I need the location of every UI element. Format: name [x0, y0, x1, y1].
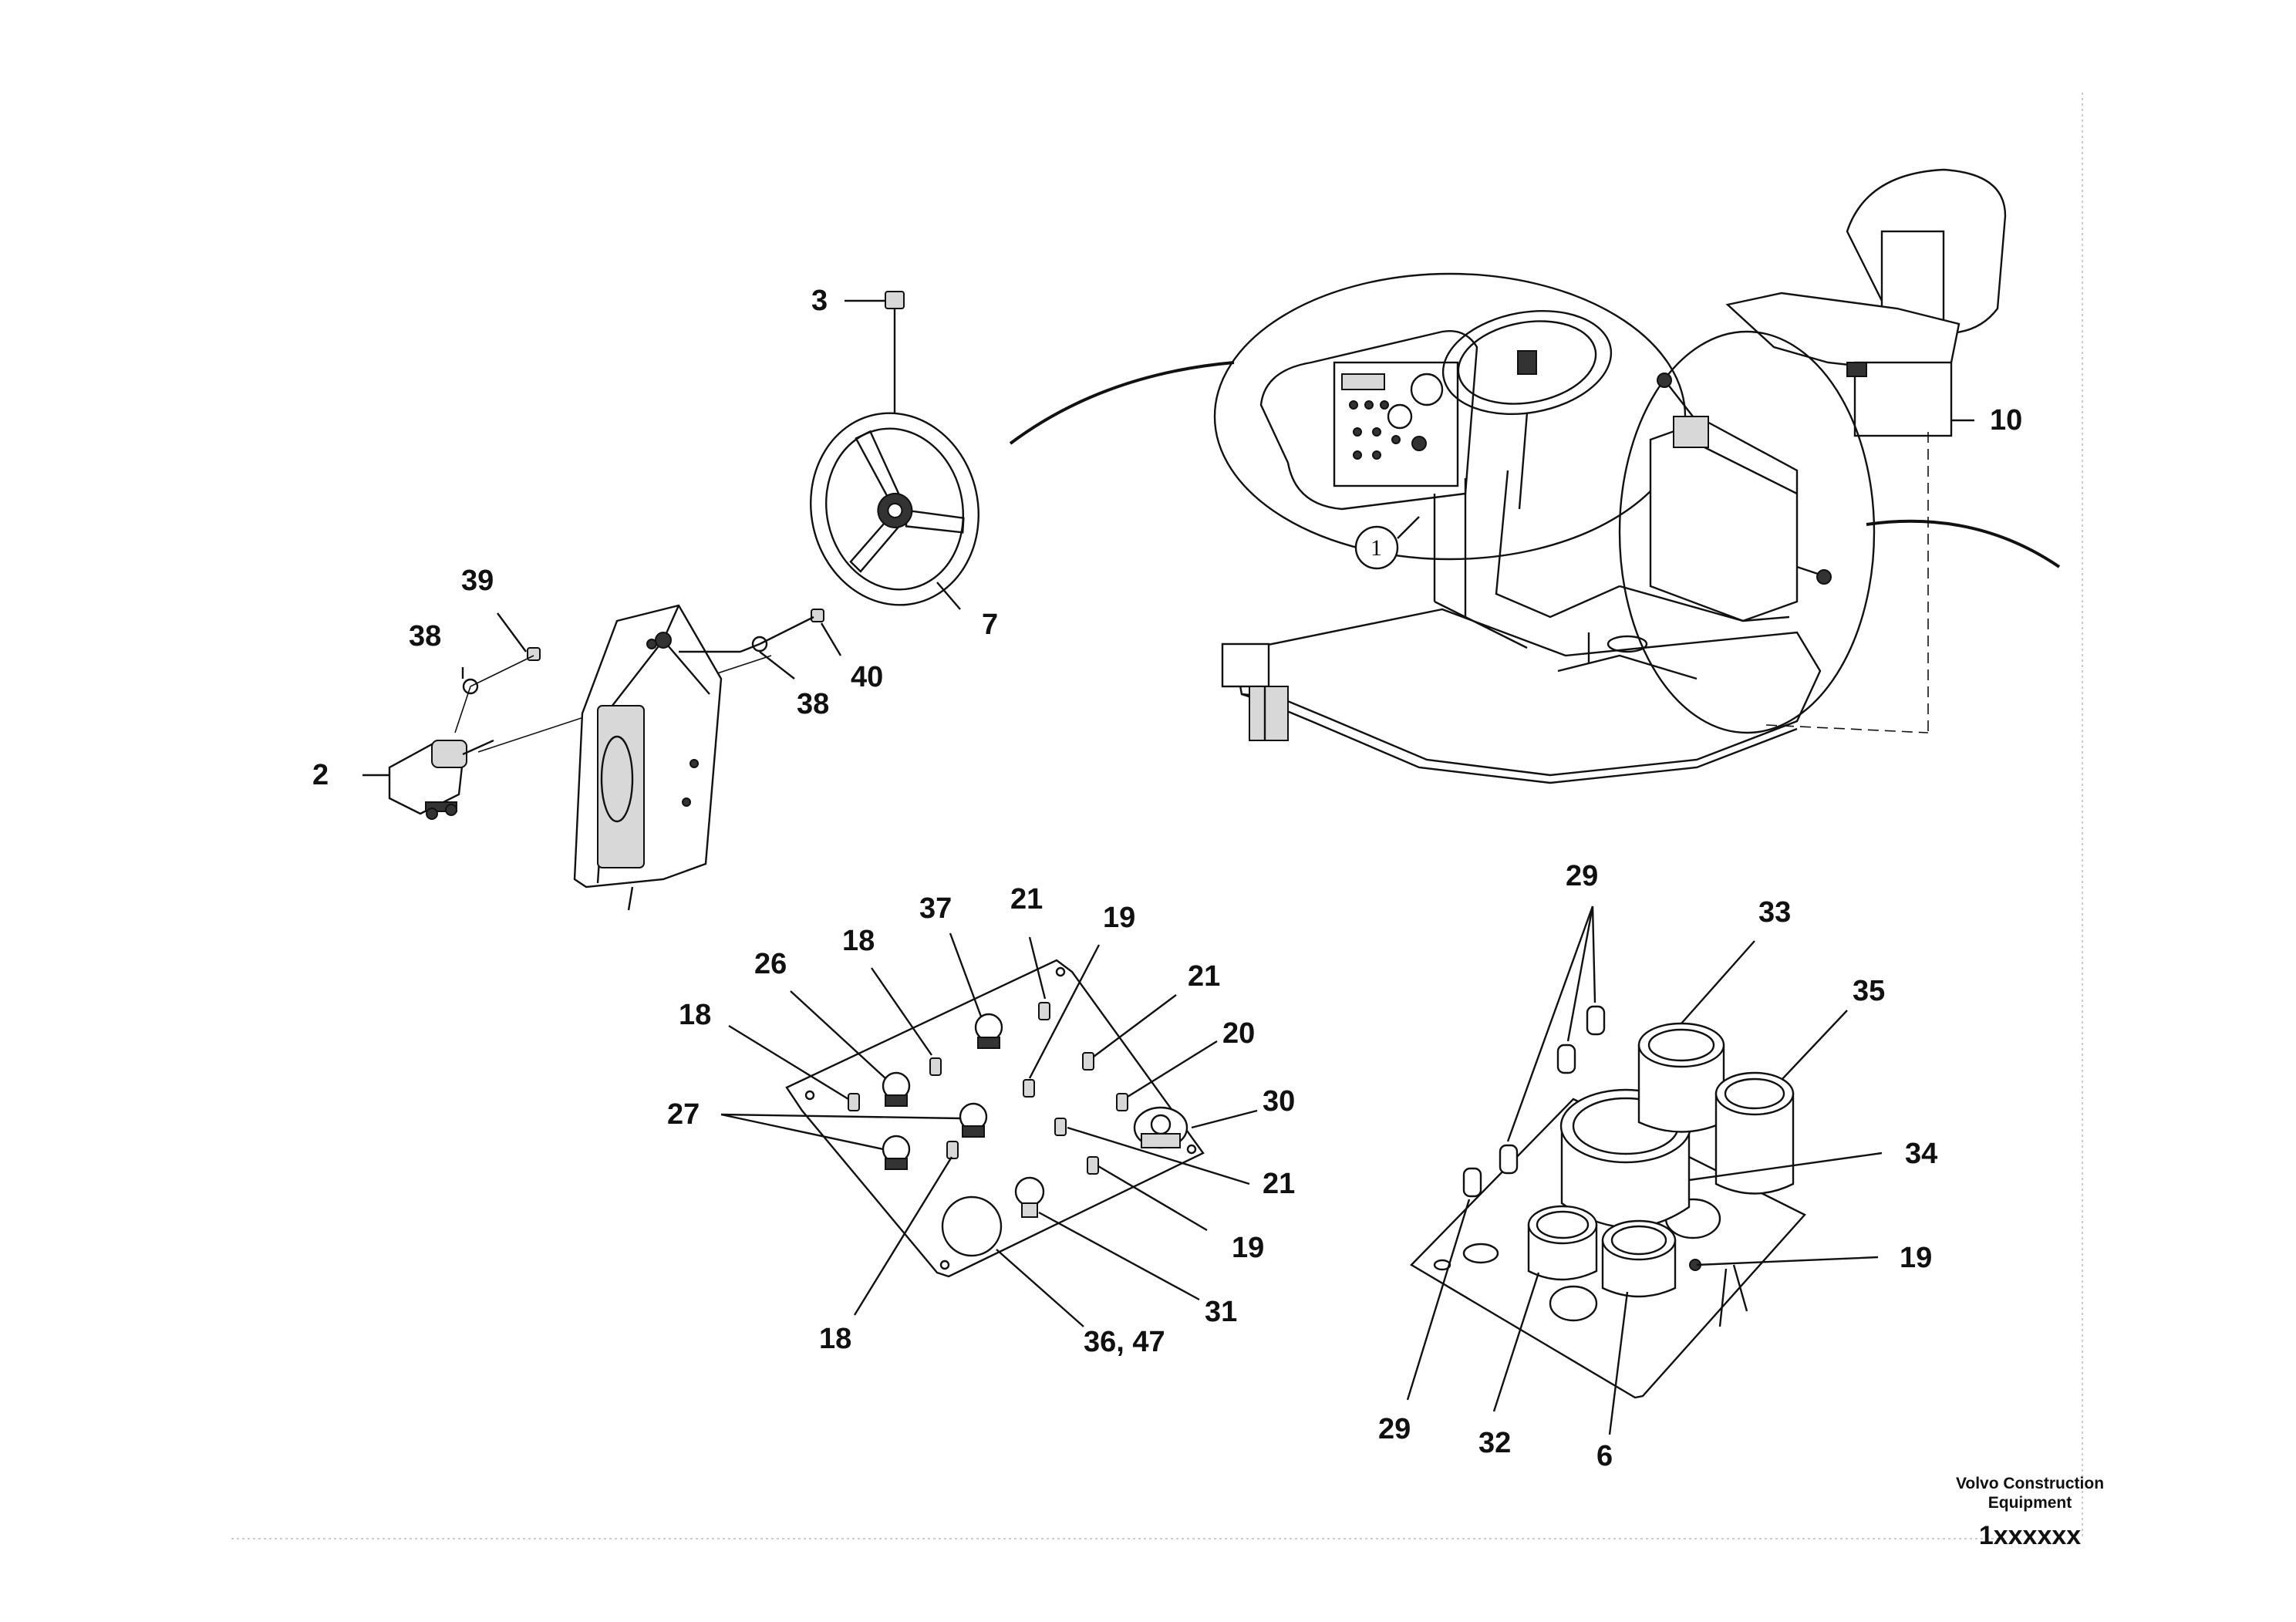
- callout-21: 21: [1263, 1168, 1295, 1200]
- callout-39: 39: [461, 565, 494, 597]
- callout-21: 21: [1010, 883, 1043, 916]
- connector-arc-right: [1866, 519, 2061, 568]
- callout-37: 37: [919, 892, 952, 925]
- callout-38: 38: [409, 620, 441, 653]
- detail-marker: [1354, 525, 1399, 570]
- nut-3-icon: [885, 291, 905, 309]
- steering-assembly: [388, 291, 979, 911]
- lamp-26-icon: [882, 1071, 911, 1107]
- callout-labels: 3 7 39 38 38 40 2 10 21 37 19 18 26 21 1…: [312, 285, 2022, 1472]
- callout-35: 35: [1853, 975, 1885, 1007]
- callout-26: 26: [754, 948, 787, 980]
- lever-switch-2-icon: [388, 739, 494, 820]
- button-37-icon: [974, 1013, 1003, 1049]
- callout-33: 33: [1758, 896, 1791, 929]
- brand-line-1: Volvo Construction: [1956, 1475, 2104, 1492]
- callout-21: 21: [1188, 960, 1220, 993]
- callout-3: 3: [811, 285, 828, 317]
- lamp-27-icon: [959, 1102, 988, 1138]
- switch-18c-icon: [946, 1141, 959, 1159]
- switch-18b-icon: [929, 1057, 942, 1076]
- callout-31: 31: [1205, 1296, 1237, 1328]
- steering-wheel-icon: [810, 412, 979, 606]
- switch-18-icon: [848, 1093, 860, 1111]
- callout-27: 27: [667, 1098, 700, 1131]
- switch-panel: [785, 959, 1205, 1278]
- callout-19: 19: [1900, 1242, 1932, 1274]
- switch-21c-icon: [1054, 1118, 1067, 1136]
- drawing-number: 1xxxxxx: [1979, 1521, 2081, 1550]
- callout-7: 7: [982, 609, 998, 641]
- switch-panel-leaders: [720, 932, 1258, 1327]
- screw-40-icon: [811, 609, 824, 622]
- switch-19-icon: [1023, 1079, 1035, 1098]
- connector-arc-left: [1009, 361, 1235, 445]
- operator-platform: [1213, 168, 2007, 784]
- ignition-switch-30-icon: [1133, 1106, 1188, 1149]
- callout-38: 38: [797, 688, 829, 720]
- switch-19b-icon: [1087, 1156, 1099, 1175]
- switch-21b-icon: [1082, 1052, 1094, 1071]
- callout-18: 18: [842, 925, 875, 957]
- callout-29: 29: [1378, 1413, 1411, 1445]
- callout-40: 40: [851, 661, 883, 693]
- callout-2: 2: [312, 759, 329, 791]
- callout-36-47: 36, 47: [1084, 1326, 1165, 1358]
- detail-circle-console: [1618, 330, 1876, 734]
- gauge-6-icon: [1601, 1219, 1677, 1298]
- callout-29: 29: [1566, 860, 1598, 892]
- bracket-slot: [597, 705, 645, 868]
- callout-20: 20: [1222, 1017, 1255, 1050]
- title-block: Volvo Construction Equipment 1xxxxxx: [1956, 1475, 2104, 1550]
- callout-34: 34: [1905, 1138, 1937, 1170]
- gauge-panel-leaders: [1406, 905, 1883, 1435]
- callout-19: 19: [1103, 902, 1135, 934]
- switch-20-icon: [1116, 1093, 1128, 1111]
- callout-10: 10: [1990, 404, 2022, 437]
- steering-leaders: [362, 299, 885, 777]
- gauge-33-icon: [1637, 1022, 1725, 1133]
- callout-32: 32: [1478, 1427, 1511, 1459]
- blank-plug-36-icon: [941, 1195, 1003, 1257]
- callout-18: 18: [679, 999, 711, 1031]
- callout-6: 6: [1596, 1440, 1613, 1472]
- knob-31-icon: [1014, 1176, 1045, 1218]
- brand-line-2: Equipment: [1988, 1494, 2072, 1512]
- switch-21-icon: [1038, 1002, 1050, 1020]
- detail-marker-label: 1: [1371, 535, 1382, 561]
- lamp-29-icon: [1462, 1005, 1606, 1198]
- callout-19: 19: [1232, 1232, 1264, 1264]
- callout-30: 30: [1263, 1085, 1295, 1118]
- gauge-32-icon: [1527, 1205, 1598, 1281]
- callout-18: 18: [819, 1323, 851, 1355]
- lamp-27b-icon: [882, 1135, 911, 1170]
- gauge-panel: [1410, 1005, 1806, 1399]
